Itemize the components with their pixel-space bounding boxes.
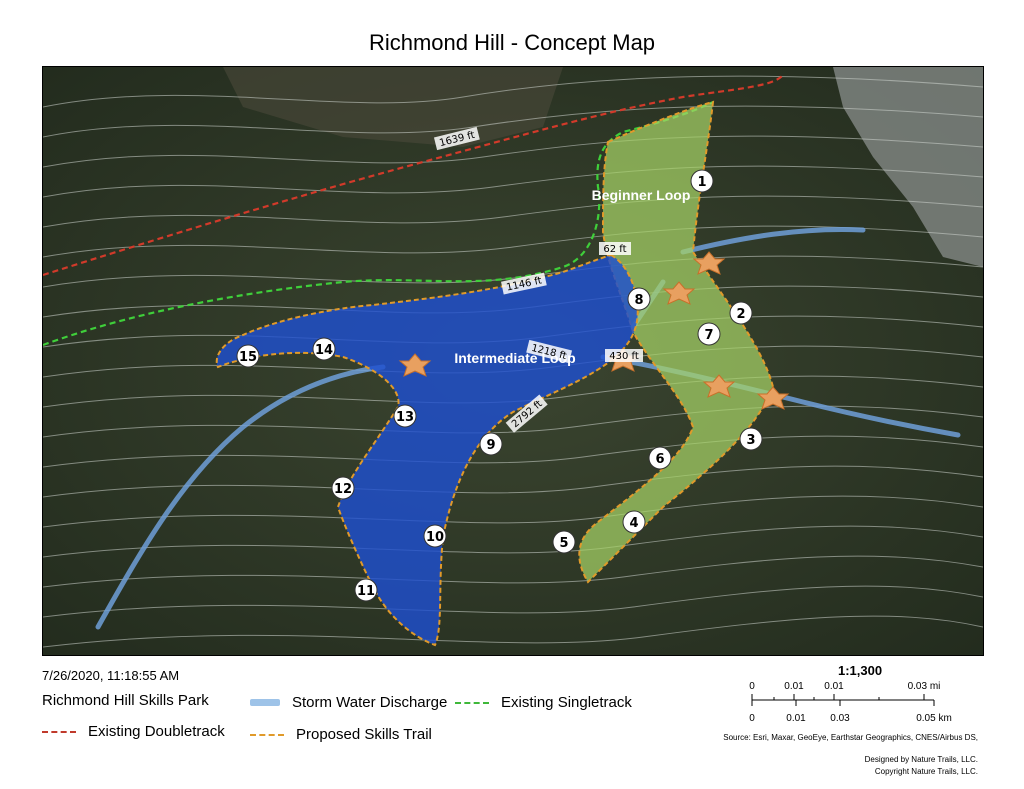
scale-mi-tick: 0.03 mi	[908, 681, 941, 692]
svg-text:8: 8	[634, 293, 643, 308]
marker-2[interactable]: 2	[729, 301, 753, 325]
scale-km-tick: 0.01	[786, 713, 806, 724]
legend-singletrack-label: Existing Singletrack	[501, 694, 632, 711]
parking-area	[833, 67, 983, 267]
distance-label: 62 ft	[603, 244, 626, 255]
svg-text:5: 5	[559, 536, 568, 551]
legend-park-name-label: Richmond Hill Skills Park	[42, 692, 209, 709]
doubletrack-swatch	[42, 730, 76, 733]
legend-storm-water: Storm Water Discharge	[250, 694, 447, 711]
marker-1[interactable]: 1	[690, 169, 714, 193]
source-attribution: Source: Esri, Maxar, GeoEye, Earthstar G…	[723, 733, 978, 742]
copyright: Copyright Nature Trails, LLC.	[874, 767, 978, 776]
svg-text:9: 9	[486, 438, 495, 453]
legend-doubletrack-label: Existing Doubletrack	[88, 723, 225, 740]
svg-text:7: 7	[704, 328, 713, 343]
marker-4[interactable]: 4	[622, 510, 646, 534]
map-title: Richmond Hill - Concept Map	[368, 30, 656, 55]
beginner-loop-label: Beginner Loop	[592, 187, 691, 203]
svg-text:11: 11	[357, 584, 375, 599]
scale-km-tick: 0	[749, 713, 755, 724]
existing-doubletrack	[43, 74, 784, 277]
svg-text:3: 3	[746, 433, 755, 448]
contour-lines	[43, 75, 983, 648]
storm-water-swatch	[250, 699, 280, 706]
svg-text:12: 12	[334, 482, 352, 497]
singletrack-swatch	[455, 701, 489, 704]
legend-park-name: Richmond Hill Skills Park	[42, 692, 209, 709]
scale-mi-tick: 0.01	[784, 681, 804, 692]
svg-text:2: 2	[736, 307, 745, 322]
svg-text:6: 6	[655, 452, 664, 467]
svg-text:15: 15	[239, 350, 257, 365]
scale-km-tick: 0.05 km	[916, 713, 952, 724]
marker-13[interactable]: 13	[393, 404, 417, 428]
legend-storm-water-label: Storm Water Discharge	[292, 694, 448, 711]
scale-bar: 0 0.01 0.01 0.03 mi 0 0.01 0.03 0.05 km	[749, 681, 952, 724]
marker-11[interactable]: 11	[354, 578, 378, 602]
clearing-area	[223, 67, 563, 147]
svg-text:4: 4	[629, 516, 638, 531]
legend-existing-doubletrack: Existing Doubletrack	[42, 723, 225, 740]
marker-7[interactable]: 7	[697, 322, 721, 346]
legend-skills-trail-label: Proposed Skills Trail	[296, 726, 432, 743]
timestamp: 7/26/2020, 11:18:55 AM	[42, 668, 180, 683]
map-view[interactable]: Beginner Loop Intermediate Loop 1639 ft …	[42, 66, 984, 656]
svg-text:1: 1	[697, 175, 706, 190]
marker-8[interactable]: 8	[627, 287, 651, 311]
map-canvas[interactable]: Beginner Loop Intermediate Loop 1639 ft …	[43, 67, 983, 655]
scale-mi-tick: 0.01	[824, 681, 844, 692]
marker-9[interactable]: 9	[479, 432, 503, 456]
marker-5[interactable]: 5	[552, 530, 576, 554]
marker-14[interactable]: 14	[312, 337, 336, 361]
marker-6[interactable]: 6	[648, 446, 672, 470]
existing-singletrack	[43, 101, 714, 347]
skills-trail-swatch	[250, 733, 284, 736]
designed-by: Designed by Nature Trails, LLC.	[864, 755, 978, 764]
scale-km-tick: 0.03	[830, 713, 850, 724]
legend-existing-singletrack: Existing Singletrack	[455, 694, 632, 711]
marker-12[interactable]: 12	[331, 476, 355, 500]
distance-label: 430 ft	[609, 351, 639, 362]
svg-text:10: 10	[426, 530, 444, 545]
svg-text:13: 13	[396, 410, 414, 425]
marker-3[interactable]: 3	[739, 427, 763, 451]
marker-15[interactable]: 15	[236, 344, 260, 368]
scale-mi-tick: 0	[749, 681, 755, 692]
svg-text:14: 14	[315, 343, 333, 358]
marker-10[interactable]: 10	[423, 524, 447, 548]
scale-ratio: 1:1,300	[838, 663, 883, 678]
legend-proposed-skills-trail: Proposed Skills Trail	[250, 726, 432, 743]
